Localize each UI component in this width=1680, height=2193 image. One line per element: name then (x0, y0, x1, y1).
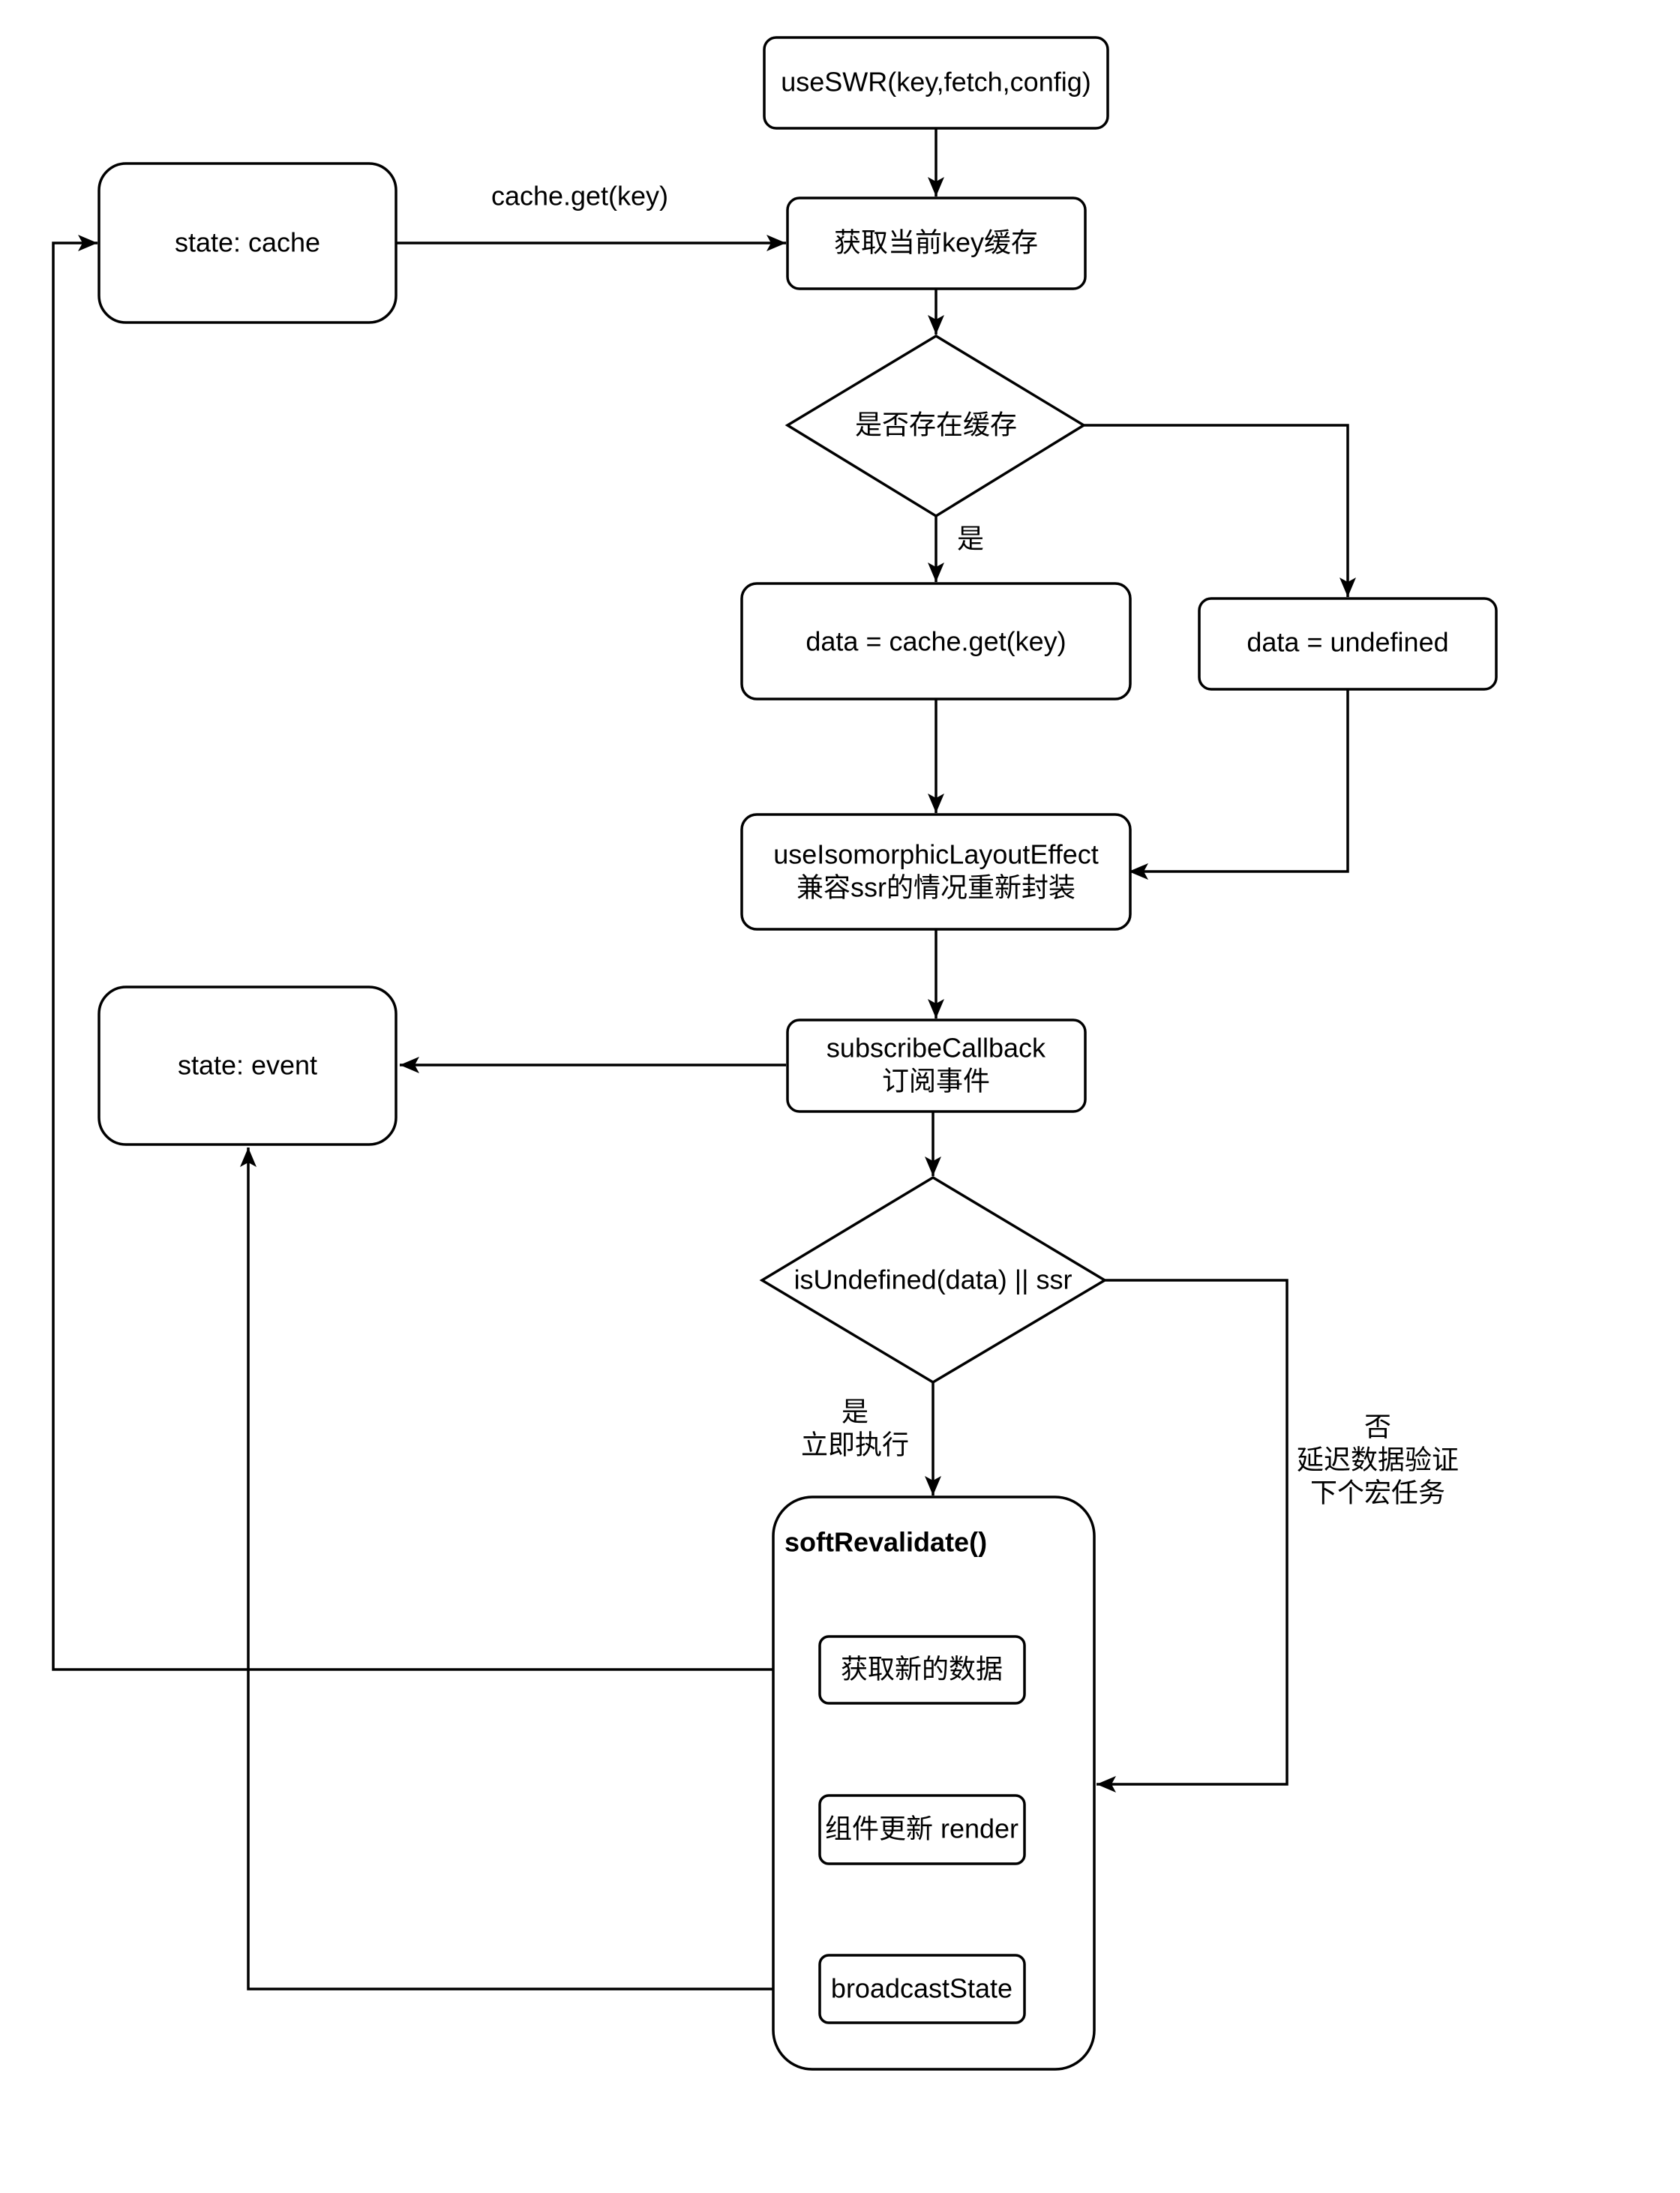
arrowhead (1129, 863, 1148, 880)
node-render: 组件更新 render (818, 1794, 1026, 1865)
node-data-undefined-label: data = undefined (1246, 627, 1448, 658)
edge-labels: cache.get(key) 是 是 立即执行 否 延迟数据验证 下个宏任务 (491, 181, 1459, 1508)
edge-has-cache-no (1084, 424, 1349, 597)
arrowhead (925, 1156, 941, 1176)
node-has-cache-label: 是否存在缓存 (855, 410, 1017, 440)
node-data-undefined: data = undefined (1198, 597, 1498, 691)
node-subscribe-label-2: 订阅事件 (882, 1066, 990, 1096)
edge-fetch-new-to-state-cache (52, 242, 820, 1671)
arrowhead (928, 315, 944, 334)
edge-label-no-3: 下个宏任务 (1310, 1478, 1445, 1508)
node-data-cache-label: data = cache.get(key) (806, 626, 1066, 657)
arrowhead (928, 177, 944, 196)
arrowhead (925, 1476, 941, 1496)
node-render-label: 组件更新 render (825, 1814, 1018, 1844)
node-state-event: state: event (98, 986, 398, 1146)
edge-data-undefined-to-layout-effect (1129, 688, 1349, 873)
node-fetch-new-label: 获取新的数据 (841, 1654, 1003, 1684)
edge-label-no-2: 延迟数据验证 (1297, 1444, 1459, 1475)
arrowhead (928, 562, 944, 582)
edge-label-yes-has-cache: 是 (957, 524, 984, 554)
node-state-cache: state: cache (98, 162, 398, 324)
node-layout-effect-label-1: useIsomorphicLayoutEffect (773, 839, 1099, 870)
node-is-undefined-label: isUndefined(data) || ssr (794, 1264, 1072, 1295)
edge-is-undefined-no (1096, 1279, 1288, 1786)
node-fetch-new: 获取新的数据 (818, 1635, 1026, 1705)
edge-label-cache-get: cache.get(key) (491, 181, 668, 212)
node-broadcast-label: broadcastState (831, 1973, 1012, 2004)
arrowhead (1340, 578, 1356, 597)
node-data-cache: data = cache.get(key) (740, 582, 1132, 700)
node-useswr-label: useSWR(key,fetch,config) (781, 67, 1090, 98)
arrowhead (240, 1148, 256, 1167)
arrowhead (400, 1057, 419, 1073)
node-has-cache: 是否存在缓存 (784, 334, 1087, 518)
node-useswr: useSWR(key,fetch,config) (763, 36, 1109, 130)
node-get-cache: 获取当前key缓存 (786, 196, 1087, 290)
node-broadcast: broadcastState (818, 1954, 1026, 2024)
arrowhead (1096, 1776, 1116, 1792)
node-state-event-label: state: event (178, 1050, 317, 1081)
node-is-undefined: isUndefined(data) || ssr (759, 1175, 1108, 1384)
node-subscribe: subscribeCallback 订阅事件 (786, 1018, 1087, 1113)
node-state-cache-label: state: cache (175, 227, 320, 258)
arrowhead (928, 794, 944, 813)
container-soft-revalidate-label: softRevalidate() (784, 1527, 987, 1558)
edge-label-no-1: 否 (1364, 1412, 1391, 1442)
node-layout-effect: useIsomorphicLayoutEffect 兼容ssr的情况重新封装 (740, 813, 1132, 931)
edge-label-yes-immediate-1: 是 (842, 1396, 868, 1427)
arrowhead (928, 999, 944, 1018)
arrowhead (78, 235, 98, 251)
edge-label-yes-immediate-2: 立即执行 (801, 1430, 909, 1460)
node-layout-effect-label-2: 兼容ssr的情况重新封装 (796, 872, 1076, 903)
node-subscribe-label-1: subscribeCallback (826, 1033, 1046, 1064)
arrowhead (766, 235, 786, 251)
edge-broadcast-to-state-event (247, 1148, 820, 1990)
node-get-cache-label: 获取当前key缓存 (834, 227, 1038, 258)
